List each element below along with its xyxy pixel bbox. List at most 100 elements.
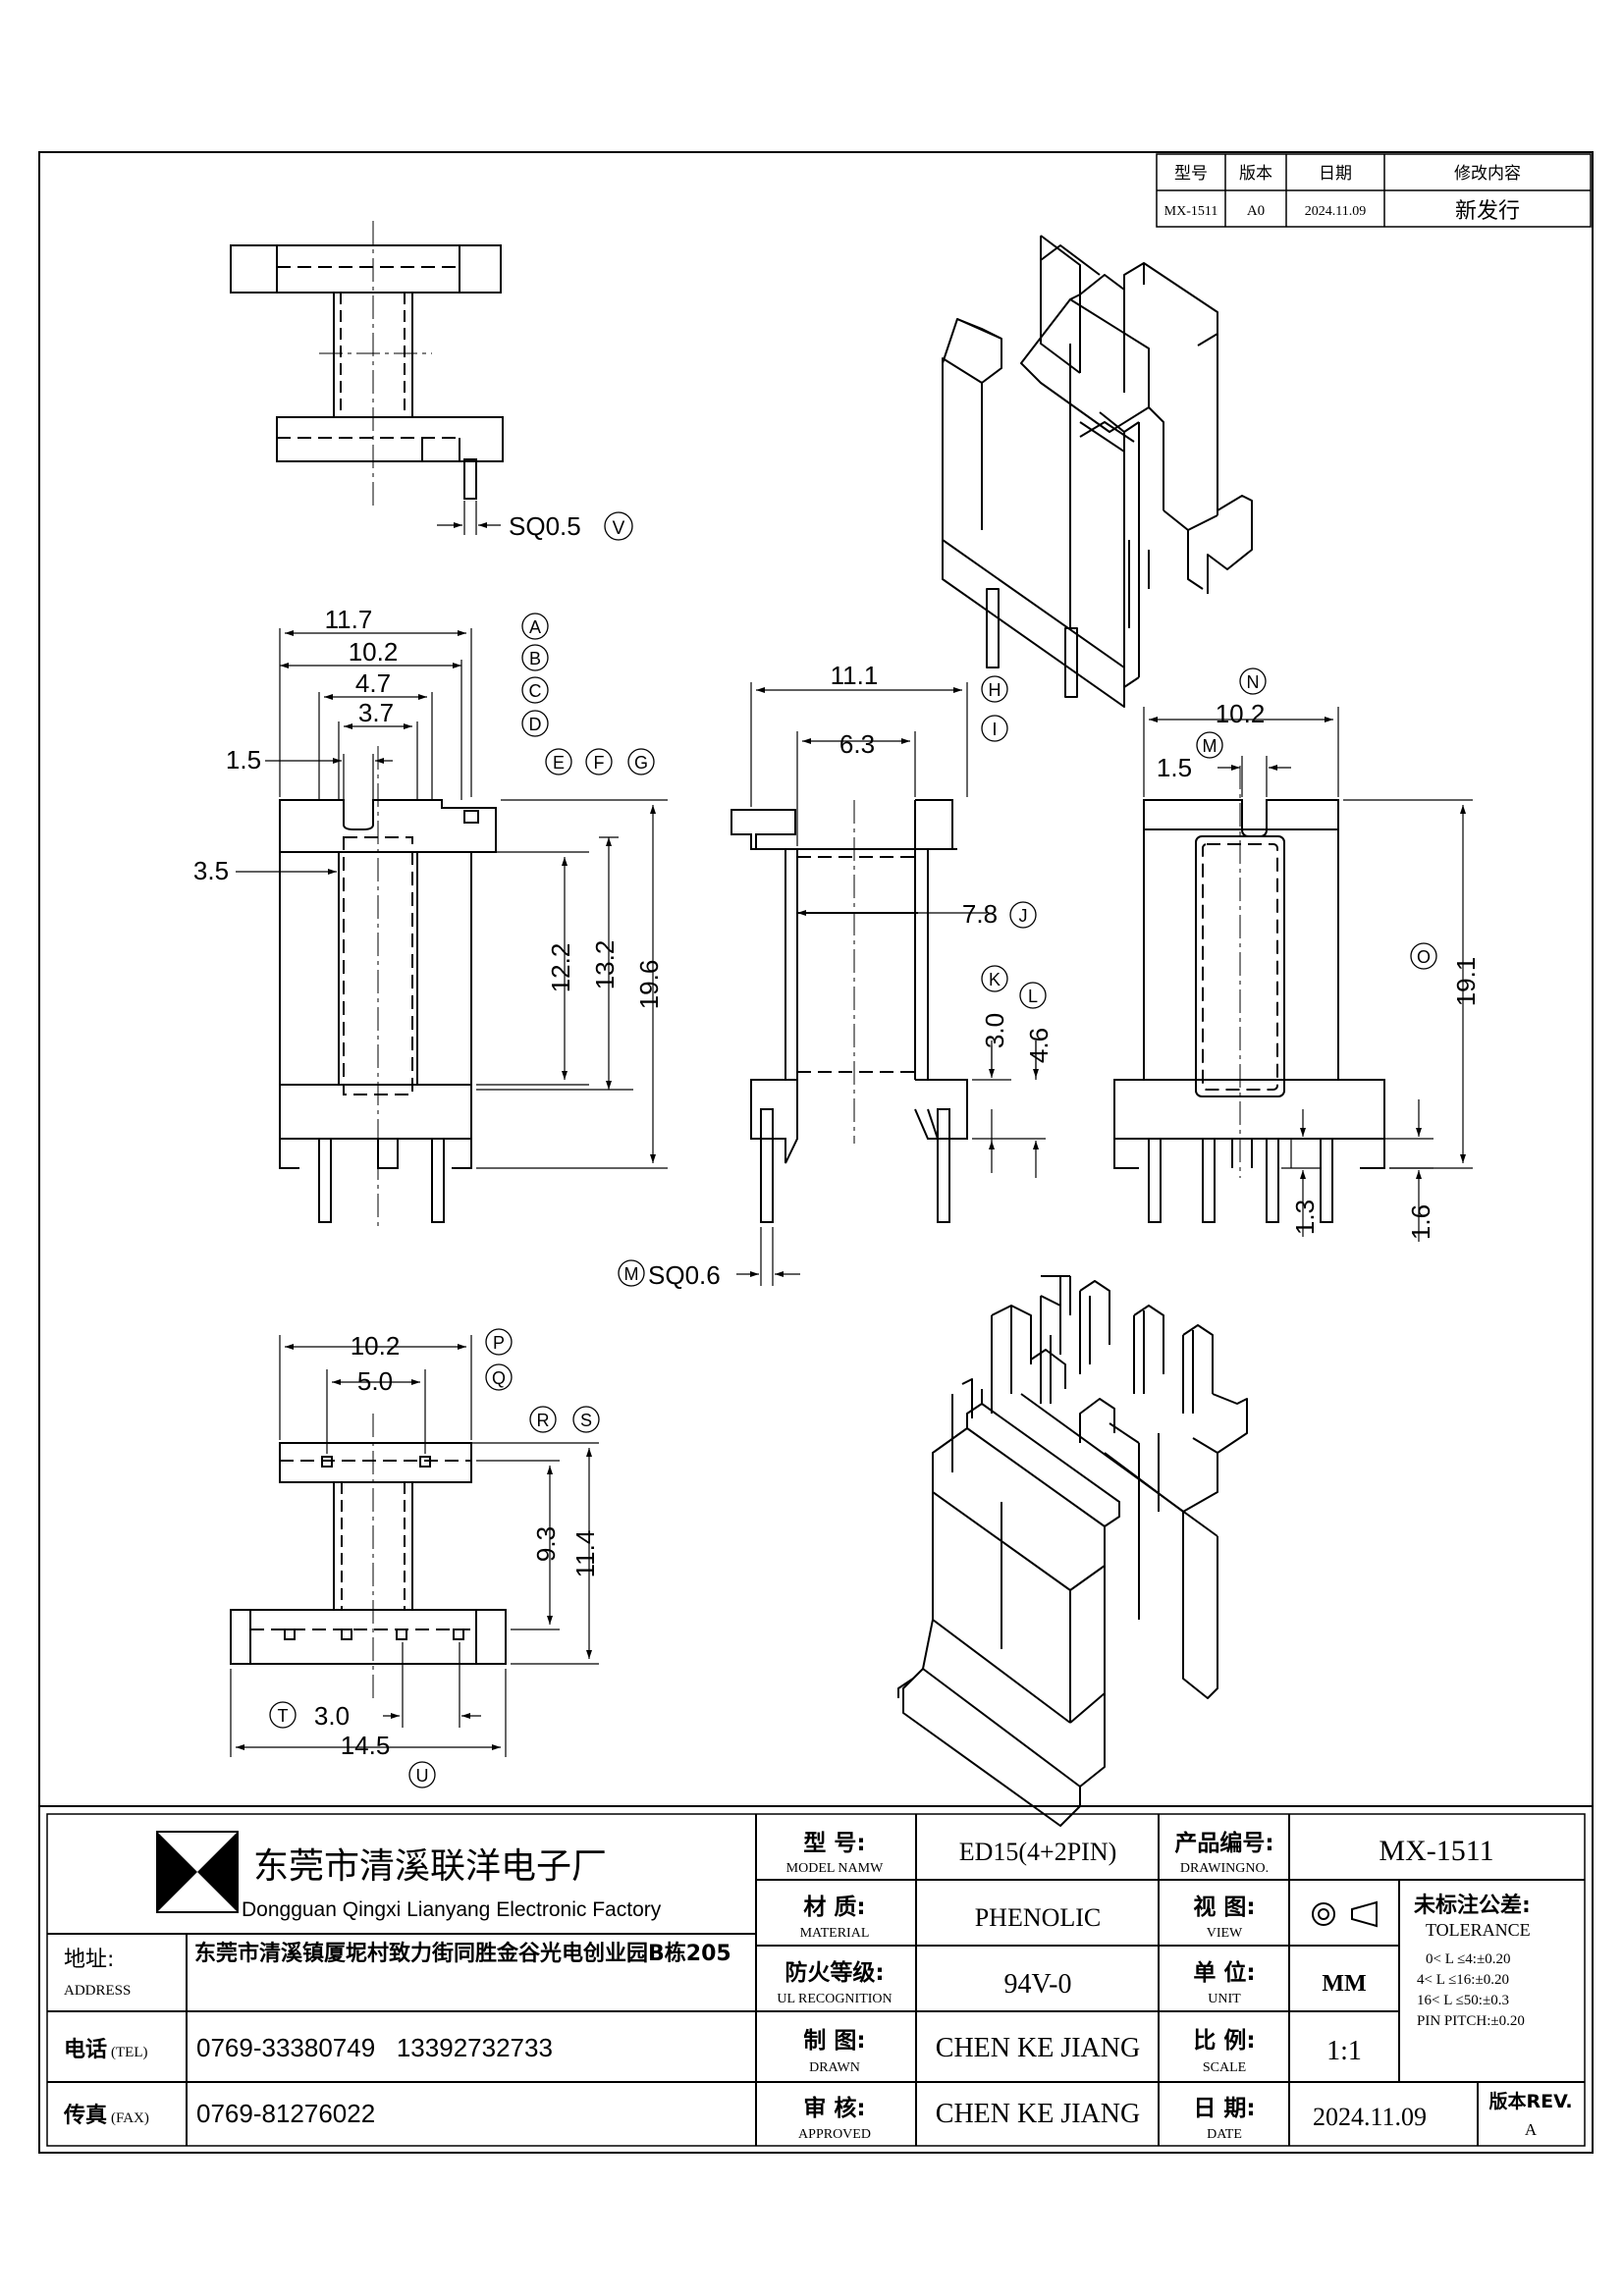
ref-m-pin: M <box>624 1264 639 1284</box>
drawing-no-label-cn: 产品编号: <box>1174 1830 1273 1856</box>
ref-h: H <box>989 680 1001 700</box>
dim-1-6: 1.6 <box>1406 1204 1435 1240</box>
ref-k: K <box>989 970 1001 989</box>
tolerance-line-3: 16< L ≤50:±0.3 <box>1417 1993 1509 2008</box>
ref-t: T <box>278 1706 289 1726</box>
tolerance-title-cn: 未标注公差: <box>1414 1893 1531 1918</box>
fax-label-cn: 传真 <box>63 2103 107 2128</box>
ref-g: G <box>634 753 648 773</box>
bottom-refs <box>269 1328 600 1789</box>
model-value: ED15(4+2PIN) <box>959 1838 1117 1866</box>
ref-m: M <box>1203 736 1217 756</box>
ref-v: V <box>613 518 625 539</box>
dim-b-3-0: 3.0 <box>314 1701 350 1731</box>
rev-date: 2024.11.09 <box>1305 204 1366 219</box>
dim-6-3: 6.3 <box>839 729 875 759</box>
dim-3-5: 3.5 <box>193 856 229 885</box>
front-refs <box>521 613 655 775</box>
dim-b-10-2: 10.2 <box>351 1331 401 1361</box>
rev-header-date: 日期 <box>1319 164 1352 184</box>
drawn-label-en: DRAWN <box>809 2060 860 2075</box>
ref-n: N <box>1247 672 1260 692</box>
scale-label-en: SCALE <box>1203 2060 1246 2075</box>
rev-header-model: 型号 <box>1174 164 1208 184</box>
dim-4-6: 4.6 <box>1024 1028 1054 1063</box>
ref-l: L <box>1028 987 1038 1006</box>
fax-label-en: (FAX) <box>111 2110 149 2126</box>
ref-b: B <box>529 649 541 668</box>
date-label-cn: 日 期: <box>1193 2096 1255 2121</box>
ul-value: 94V-0 <box>1004 1969 1072 2000</box>
ref-c: C <box>529 681 542 701</box>
tel-label-cn: 电话 <box>64 2038 107 2062</box>
company-name-en: Dongguan Qingxi Lianyang Electronic Fact… <box>242 1898 662 1921</box>
dim-10-2: 10.2 <box>349 637 399 667</box>
projection-symbol-icon <box>1312 1900 1378 1928</box>
right-refs <box>1196 667 1437 970</box>
drawing-no-value: MX-1511 <box>1379 1835 1493 1867</box>
company-name-cn: 东莞市清溪联洋电子厂 <box>253 1846 607 1887</box>
tolerance-line-4: PIN PITCH:±0.20 <box>1417 2013 1525 2029</box>
dim-r-10-2: 10.2 <box>1216 699 1266 728</box>
ref-a: A <box>529 617 541 637</box>
dim-11-1: 11.1 <box>831 661 879 690</box>
tel-label-en: (TEL) <box>111 2045 147 2060</box>
ref-q: Q <box>492 1368 506 1388</box>
top-view <box>230 244 504 500</box>
ref-e: E <box>553 753 565 773</box>
top-pin-size: SQ0.5 <box>509 511 581 541</box>
dim-3-0: 3.0 <box>980 1013 1009 1048</box>
address-label-cn: 地址: <box>64 1948 114 1972</box>
scale-label-cn: 比 例: <box>1193 2028 1255 2054</box>
tolerance-title-en: TOLERANCE <box>1426 1920 1531 1940</box>
unit-value: MM <box>1322 1971 1366 1997</box>
ref-f: F <box>594 753 605 773</box>
material-value: PHENOLIC <box>975 1903 1102 1932</box>
rev-value: A <box>1525 2120 1538 2139</box>
dim-4-7: 4.7 <box>355 668 391 698</box>
rev-model: MX-1511 <box>1164 204 1218 219</box>
ref-d: D <box>529 715 542 734</box>
dim-13-2: 13.2 <box>590 940 620 990</box>
front-view <box>279 799 497 1223</box>
approved-value: CHEN KE JIANG <box>936 2099 1140 2129</box>
tolerance-line-1: 0< L ≤4:±0.20 <box>1426 1951 1510 1967</box>
view-label-en: VIEW <box>1207 1926 1243 1941</box>
date-label-en: DATE <box>1207 2127 1242 2142</box>
dim-11-4: 11.4 <box>570 1530 600 1578</box>
rev-header-content: 修改内容 <box>1454 164 1521 184</box>
dim-9-3: 9.3 <box>531 1526 561 1562</box>
tel-value: 0769-33380749 13392732733 <box>196 2033 553 2062</box>
dim-b-5-0: 5.0 <box>357 1366 393 1396</box>
material-label-cn: 材 质: <box>803 1895 865 1920</box>
dim-7-8: 7.8 <box>962 899 998 929</box>
ref-u: U <box>416 1766 429 1786</box>
dim-19-6: 19.6 <box>634 960 664 1010</box>
dim-14-5: 14.5 <box>341 1731 391 1760</box>
side-view <box>730 799 968 1223</box>
bottom-view <box>230 1442 507 1665</box>
dim-12-2: 12.2 <box>546 943 575 993</box>
drawn-label-cn: 制 图: <box>803 2028 865 2054</box>
side-pin-size: SQ0.6 <box>648 1260 721 1290</box>
approved-label-en: APPROVED <box>798 2127 871 2142</box>
dim-1-3: 1.3 <box>1290 1200 1320 1235</box>
dim-r-1-5: 1.5 <box>1157 753 1192 782</box>
ref-p: P <box>493 1333 505 1353</box>
ul-label-cn: 防火等级: <box>784 1959 884 1986</box>
dim-1-5: 1.5 <box>226 745 261 774</box>
model-label-en: MODEL NAMW <box>786 1861 884 1876</box>
ref-r: R <box>537 1411 550 1430</box>
date-value: 2024.11.09 <box>1313 2103 1427 2131</box>
material-label-en: MATERIAL <box>800 1926 870 1941</box>
address-value: 东莞市清溪镇厦坭村致力街同胜金谷光电创业园B栋205 <box>194 1942 731 1966</box>
dim-19-1: 19.1 <box>1451 957 1481 1007</box>
company-logo <box>156 1831 239 1913</box>
fax-value: 0769-81276022 <box>196 2099 375 2128</box>
rev-header-version: 版本 <box>1239 164 1272 184</box>
ref-j: J <box>1019 906 1028 926</box>
iso-view-bottom <box>897 1275 1248 1827</box>
rev-version: A0 <box>1247 203 1265 219</box>
model-label-cn: 型 号: <box>803 1831 865 1856</box>
